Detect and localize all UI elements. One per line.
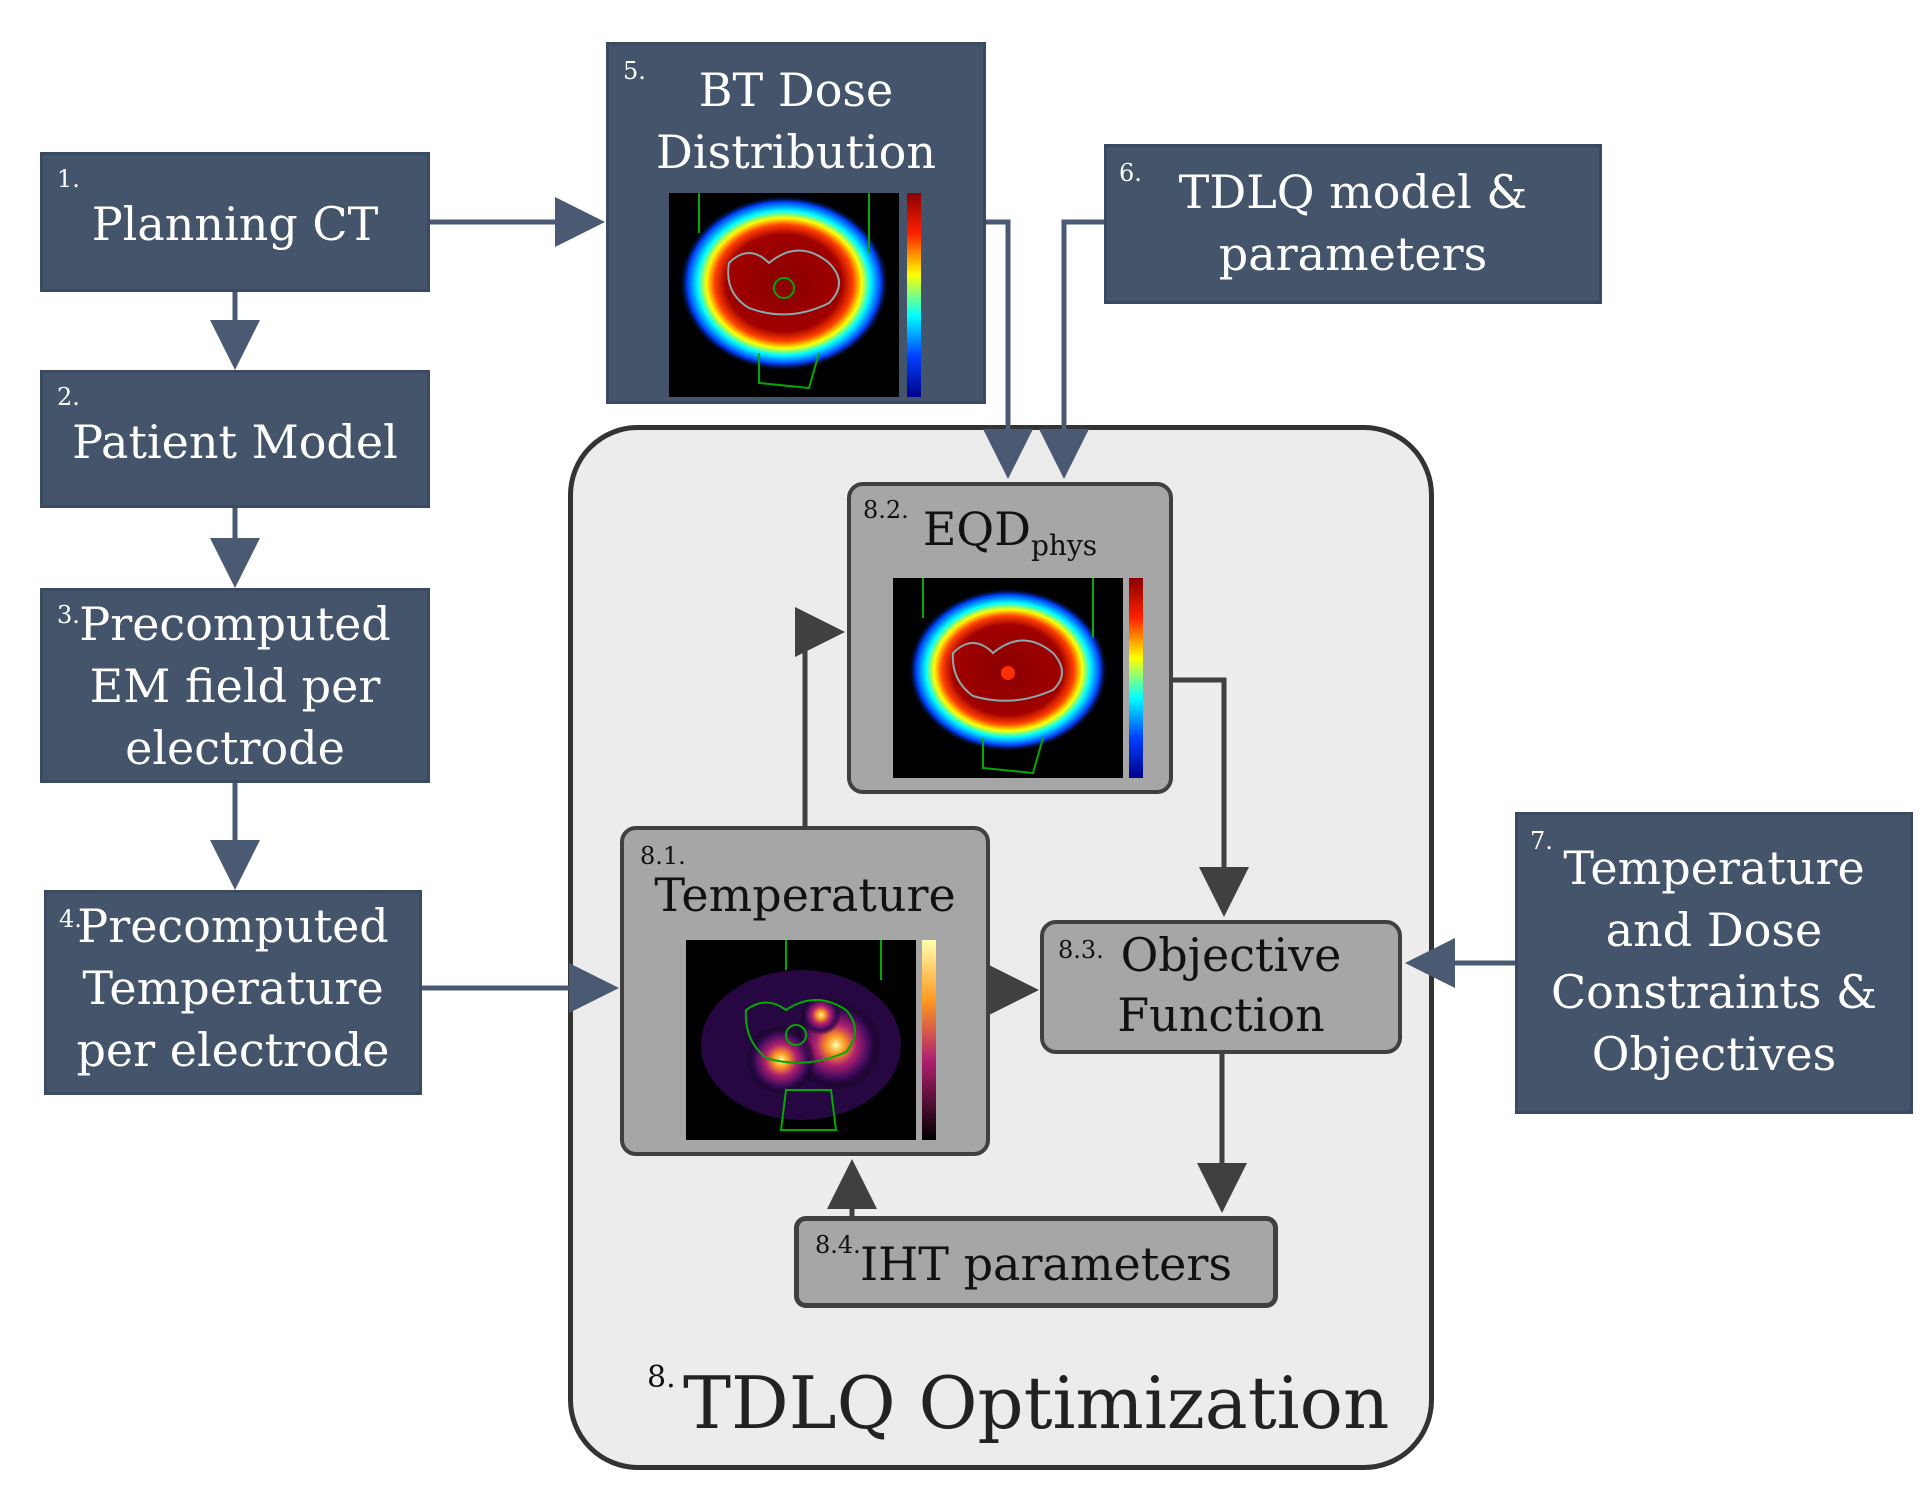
arrow-eqd-to-objective bbox=[1173, 677, 1249, 917]
box-bt-dose-distribution: 5. BT Dose Distribution bbox=[606, 42, 986, 404]
step-number-8: 8. bbox=[647, 1360, 676, 1395]
step-number-7: 7. bbox=[1530, 827, 1553, 855]
bt-dose-line-2: Distribution bbox=[656, 125, 936, 179]
step-number-3: 3. bbox=[57, 601, 80, 629]
objective-line-1: Objective bbox=[1120, 928, 1342, 982]
eqd-image bbox=[893, 578, 1143, 778]
step-number-8-4: 8.4. bbox=[815, 1231, 861, 1259]
em-field-line-3: electrode bbox=[125, 721, 345, 775]
temperature-image bbox=[686, 940, 936, 1140]
arrow-tdlq-to-eqd bbox=[1039, 219, 1104, 479]
step-number-1: 1. bbox=[57, 165, 80, 193]
box-tdlq-model: 6. TDLQ model & parameters bbox=[1104, 144, 1602, 304]
bt-dose-image bbox=[669, 193, 921, 397]
step-number-8-2: 8.2. bbox=[863, 496, 909, 524]
step-number-8-1: 8.1. bbox=[640, 842, 686, 870]
planning-ct-label: Planning CT bbox=[91, 197, 379, 251]
step-number-2: 2. bbox=[57, 383, 80, 411]
precomputed-temperature-line-1: Precomputed bbox=[77, 899, 389, 953]
box-em-field: 3. Precomputed EM field per electrode bbox=[40, 588, 430, 783]
constraints-line-1: Temperature bbox=[1563, 841, 1865, 895]
tdlq-model-line-2: parameters bbox=[1218, 227, 1488, 281]
arrow-dose-to-eqd bbox=[983, 219, 1033, 479]
step-number-4: 4. bbox=[59, 905, 82, 933]
step-number-5: 5. bbox=[623, 57, 646, 85]
iht-label: IHT parameters bbox=[859, 1237, 1233, 1291]
precomputed-temperature-line-3: per electrode bbox=[76, 1023, 390, 1077]
eqd-subscript: phys bbox=[1031, 529, 1098, 563]
em-field-line-2: EM field per bbox=[89, 659, 381, 713]
tdlq-model-line-1: TDLQ model & bbox=[1178, 165, 1528, 219]
eqd-main: EQD bbox=[922, 502, 1031, 556]
box-eqd-phys: 8.2. EQDphys bbox=[847, 482, 1173, 794]
tdlq-optimization-title: TDLQ Optimization bbox=[683, 1361, 1390, 1445]
patient-model-label: Patient Model bbox=[72, 415, 398, 469]
box-precomputed-temperature: 4. Precomputed Temperature per electrode bbox=[44, 890, 422, 1095]
step-number-8-3: 8.3. bbox=[1058, 936, 1104, 964]
bt-dose-line-1: BT Dose bbox=[698, 63, 894, 117]
constraints-line-4: Objectives bbox=[1591, 1027, 1837, 1081]
constraints-line-3: Constraints & bbox=[1550, 965, 1878, 1019]
constraints-line-2: and Dose bbox=[1605, 903, 1823, 957]
box-planning-ct: 1. Planning CT bbox=[40, 152, 430, 292]
box-temperature: 8.1. Temperature bbox=[620, 826, 990, 1156]
temperature-label: Temperature bbox=[654, 868, 956, 922]
precomputed-temperature-line-2: Temperature bbox=[82, 961, 384, 1015]
step-number-6: 6. bbox=[1119, 159, 1142, 187]
box-patient-model: 2. Patient Model bbox=[40, 370, 430, 508]
eqd-label: EQDphys bbox=[851, 498, 1169, 577]
box-constraints-objectives: 7. Temperature and Dose Constraints & Ob… bbox=[1515, 812, 1913, 1114]
box-iht-parameters: 8.4. IHT parameters bbox=[794, 1216, 1278, 1308]
arrow-temp-to-eqd bbox=[795, 607, 845, 826]
em-field-line-1: Precomputed bbox=[79, 597, 391, 651]
box-objective-function: 8.3. Objective Function bbox=[1040, 920, 1402, 1054]
objective-line-2: Function bbox=[1117, 988, 1325, 1042]
